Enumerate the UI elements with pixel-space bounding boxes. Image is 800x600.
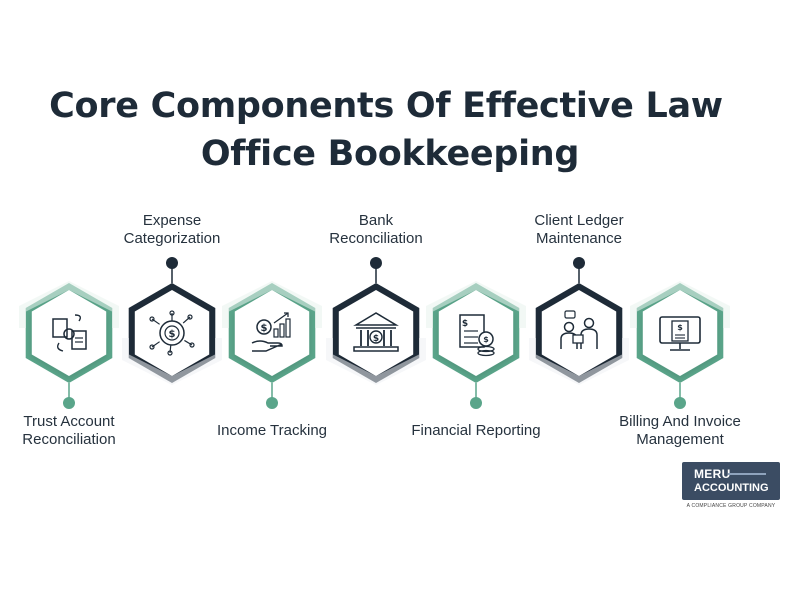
step-hex <box>234 290 310 376</box>
step-3: $ <box>222 281 322 409</box>
step-label: Financial Reporting <box>396 422 556 440</box>
title-line-2: Office Bookkeeping <box>200 134 580 174</box>
step-dot <box>370 257 382 269</box>
step-label-line-2: Categorization <box>123 230 221 247</box>
step-dot <box>674 397 686 409</box>
step-hex <box>438 290 514 376</box>
step-7: $ <box>630 281 730 409</box>
step-hex-shade <box>426 281 526 328</box>
step-hex <box>134 290 210 376</box>
step-hex <box>31 290 107 376</box>
step-label-line-1: Bank <box>358 212 394 229</box>
svg-text:$: $ <box>261 323 268 334</box>
step-label-line-1: Client Ledger <box>534 212 624 229</box>
step-4: $ <box>326 257 426 385</box>
step-label-line-2: Management <box>636 431 724 448</box>
svg-text:$: $ <box>483 335 489 344</box>
step-label: Income Tracking <box>192 422 352 440</box>
step-label-line-1: Billing And Invoice <box>619 413 741 430</box>
svg-text:$: $ <box>373 334 379 344</box>
step-label-line-1: Expense <box>142 212 202 229</box>
step-dot <box>63 397 75 409</box>
step-label-line-1: Income Tracking <box>216 422 328 439</box>
step-hex <box>541 290 617 376</box>
step-label-line-1: Trust Account <box>23 413 115 430</box>
invoice-monitor-icon: $ <box>659 316 701 351</box>
step-2: $ <box>122 257 222 385</box>
step-5: $$ <box>426 281 526 409</box>
hand-money-growth-icon: $ <box>251 312 291 352</box>
step-hex-shade <box>630 281 730 328</box>
step-dot <box>470 397 482 409</box>
page-title: Core Components Of Effective Law Office … <box>0 82 800 178</box>
step-label-line-2: Reconciliation <box>329 230 423 247</box>
step-label-line-2: Reconciliation <box>22 431 116 448</box>
title-line-1: Core Components Of Effective Law <box>49 86 723 126</box>
company-logo: MERU ACCOUNTING <box>682 462 780 500</box>
dollar-target-icon: $ <box>149 310 195 356</box>
bank-icon: $ <box>353 312 399 352</box>
step-label-line-1: Financial Reporting <box>411 422 541 439</box>
logo-line-2: ACCOUNTING <box>694 482 769 494</box>
step-dot <box>266 397 278 409</box>
logo-line-1: MERU <box>694 467 731 481</box>
step-hex-shade <box>326 338 426 385</box>
step-1 <box>19 281 119 409</box>
document-exchange-icon <box>52 314 87 352</box>
step-hex <box>338 290 414 376</box>
svg-text:$: $ <box>677 323 683 332</box>
step-label-line-2: Maintenance <box>536 230 622 247</box>
svg-text:$: $ <box>169 329 176 340</box>
step-hex-shade <box>122 338 222 385</box>
report-coins-icon: $$ <box>459 314 495 357</box>
step-dot <box>166 257 178 269</box>
logo-tagline: A COMPLIANCE GROUP COMPANY <box>686 503 776 509</box>
step-hex-shade <box>529 338 629 385</box>
step-hex-shade <box>19 281 119 328</box>
svg-text:$: $ <box>462 319 468 329</box>
step-6 <box>529 257 629 385</box>
step-dot <box>573 257 585 269</box>
step-hex-shade <box>222 281 322 328</box>
logo-bar <box>728 473 766 475</box>
client-meeting-icon <box>560 310 598 349</box>
